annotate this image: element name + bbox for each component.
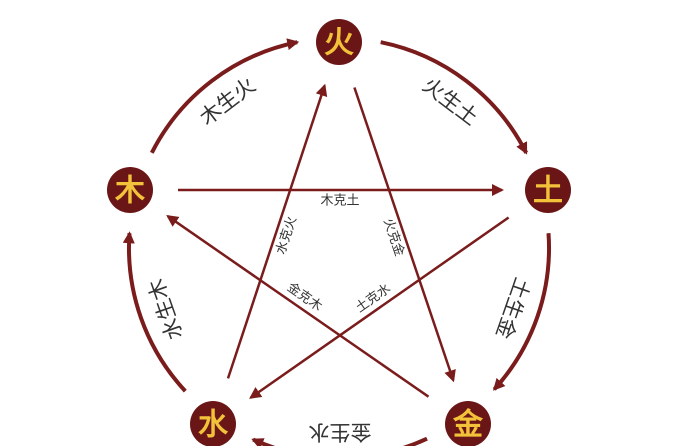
- element-node-earth: 土: [525, 167, 571, 213]
- generating-label-3: 金生水: [308, 420, 371, 444]
- element-label-metal: 金: [452, 408, 484, 443]
- element-label-fire: 火: [324, 26, 354, 61]
- element-circle-fire: [316, 19, 362, 65]
- element-node-wood: 木: [107, 167, 153, 213]
- generating-label-0: 木生火: [195, 73, 260, 130]
- generating-arrow-0: [150, 38, 300, 154]
- controlling-label-1: 火克金: [380, 216, 408, 258]
- element-circle-wood: [107, 167, 153, 213]
- controlling-arrow-3: [166, 215, 430, 398]
- element-circle-earth: [525, 167, 571, 213]
- controlling-arrow-2: [249, 216, 510, 399]
- controlling-arrow-4: [226, 83, 328, 379]
- controlling-arrow-1: [353, 87, 456, 383]
- element-label-wood: 木: [114, 174, 145, 209]
- generating-arrow-2: [492, 233, 551, 391]
- generating-arrow-4: [122, 231, 187, 393]
- element-nodes: 火土金 水 木: [107, 19, 571, 446]
- controlling-label-3: 金克木: [284, 279, 325, 314]
- element-label-water: 水: [198, 408, 229, 443]
- element-node-fire: 火: [316, 19, 362, 65]
- element-circle-water: [190, 401, 236, 446]
- generating-label-2: 土生金: [491, 275, 534, 342]
- controlling-label-4: 水克火: [274, 215, 300, 257]
- generating-label-4: 水生木: [144, 276, 188, 343]
- generating-label-1: 火生土: [418, 73, 483, 130]
- element-node-metal: 金: [445, 401, 491, 446]
- element-node-water: 水: [190, 401, 236, 446]
- element-circle-metal: [445, 401, 491, 446]
- generating-arrow-1: [380, 40, 528, 155]
- controlling-label-0: 木克土: [320, 194, 359, 209]
- element-label-earth: 土: [533, 174, 563, 209]
